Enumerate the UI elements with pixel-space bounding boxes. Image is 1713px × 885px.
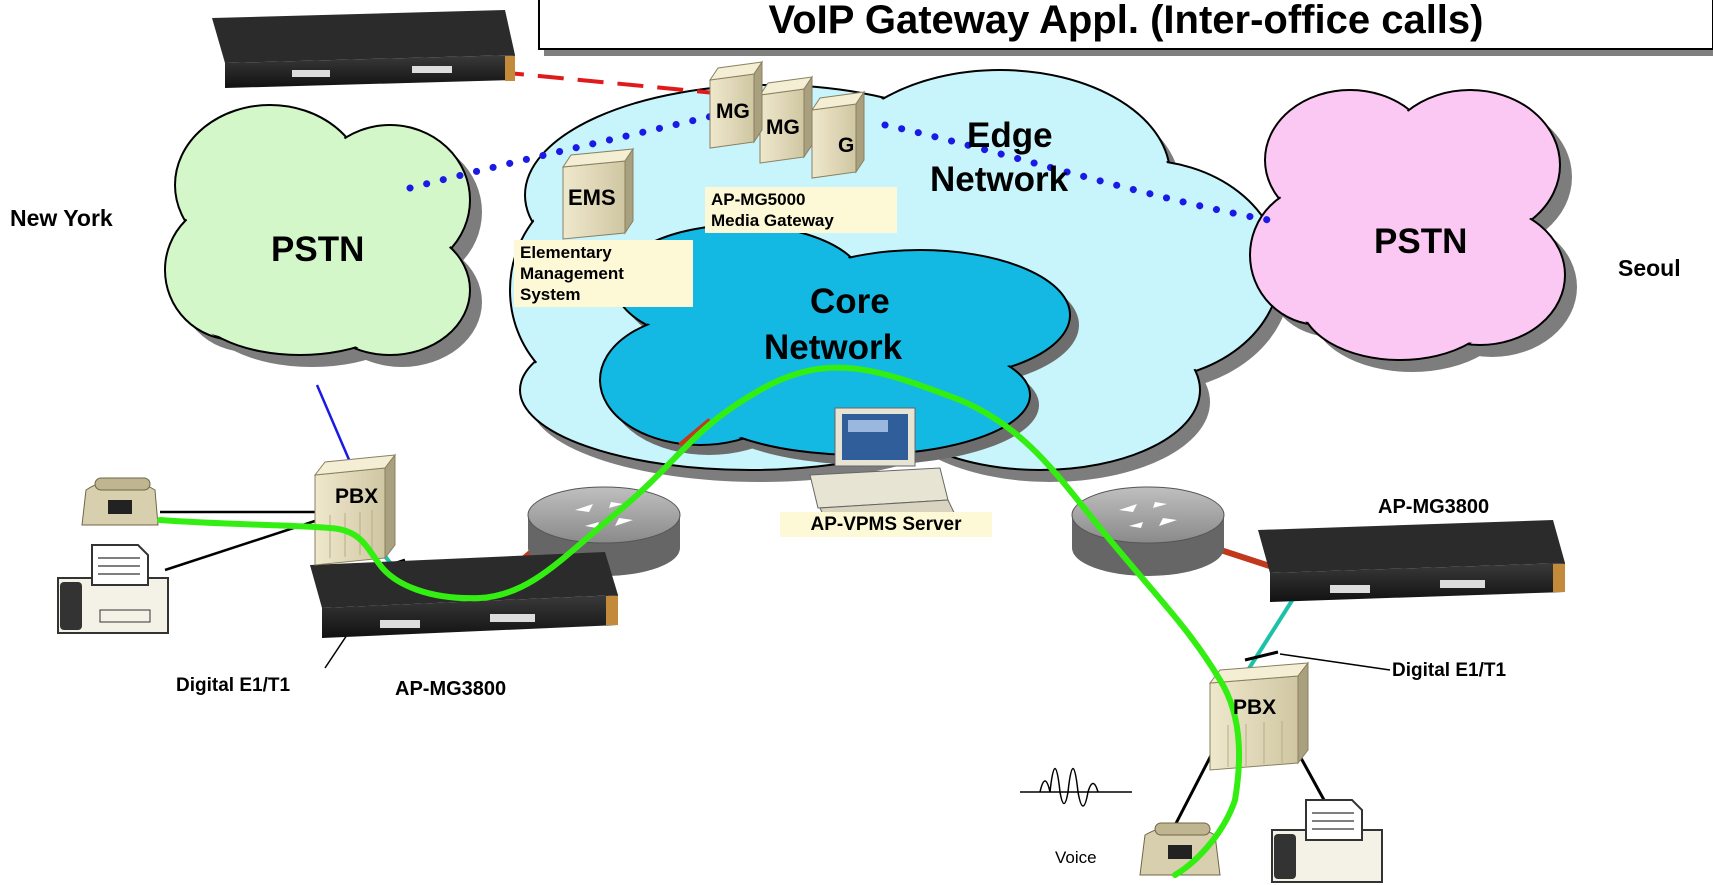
mg5000-caption-line-1: AP-MG5000	[711, 190, 806, 209]
fax-left	[57, 544, 169, 634]
diagram-title: VoIP Gateway Appl. (Inter-office calls)	[768, 0, 1484, 42]
ip-link-dashed	[497, 70, 716, 95]
pbx-left-tower	[313, 453, 397, 566]
core-network-label-2: Network	[764, 328, 903, 367]
voice-call-path	[157, 364, 1243, 878]
mg-label-3: G	[838, 134, 855, 157]
pstn-left-cloud	[164, 104, 482, 367]
vpms-caption: AP-VPMS Server	[780, 512, 992, 537]
ems-caption: Elementary Management System	[514, 240, 693, 307]
pstn-pbx-link	[315, 384, 352, 463]
mg-tower-1	[708, 60, 764, 149]
signaling-link-right	[881, 121, 1284, 226]
rack-gateway-top	[212, 10, 515, 88]
mg5000-caption-line-2: Media Gateway	[711, 211, 834, 230]
mg3800-label-right: AP-MG3800	[1378, 496, 1490, 518]
digital-pointer-right	[1279, 653, 1391, 671]
pstn-left-label: PSTN	[271, 230, 365, 269]
ems-caption-line-2: Management	[520, 264, 624, 283]
ems-caption-line-3: System	[520, 285, 581, 304]
fax-right	[1271, 799, 1383, 883]
mg-label-2: MG	[766, 116, 800, 139]
voice-label: Voice	[1055, 848, 1097, 867]
phone-left	[81, 477, 159, 526]
phone-right	[1139, 822, 1221, 876]
voice-waveform-icon	[1020, 768, 1132, 807]
mg3800-label-left: AP-MG3800	[395, 678, 507, 700]
diagram-title-box: VoIP Gateway Appl. (Inter-office calls)	[538, 0, 1713, 50]
mg-tower-2	[758, 75, 814, 164]
router-right	[1071, 486, 1225, 576]
digital-link-label-right: Digital E1/T1	[1392, 660, 1507, 681]
pbx-left-label: PBX	[335, 485, 379, 508]
pstn-right-label: PSTN	[1374, 222, 1468, 261]
city-label-new-york: New York	[10, 205, 113, 231]
rack-gateway-left	[310, 552, 618, 638]
edge-network-label-1: Edge	[967, 116, 1053, 155]
pstn-right-cloud	[1249, 89, 1577, 372]
router-link-core-left	[678, 418, 712, 447]
city-label-seoul: Seoul	[1618, 255, 1681, 281]
mg-tower-3	[810, 90, 866, 179]
ems-label: EMS	[568, 185, 616, 210]
ems-tower	[561, 147, 635, 240]
ems-caption-line-1: Elementary	[520, 243, 612, 262]
edge-network-label-2: Network	[930, 160, 1069, 199]
digital-link-label-left: Digital E1/T1	[176, 675, 291, 696]
rack-gateway-right	[1258, 520, 1565, 602]
pbx-right-label: PBX	[1233, 696, 1277, 719]
core-network-label-1: Core	[810, 282, 890, 321]
mg-label-1: MG	[716, 100, 750, 123]
mg5000-caption: AP-MG5000 Media Gateway	[705, 187, 897, 233]
digital-arrow-right	[1244, 650, 1279, 662]
